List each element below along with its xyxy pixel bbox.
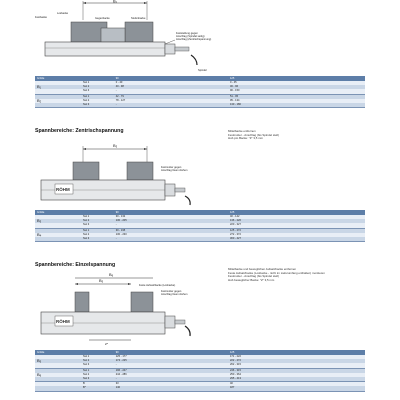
label-loose-jaw: Losbacke: [57, 11, 69, 15]
vise-diagram-top: B₁ Festbacke Losbacke Gegenbacke Stufenb…: [35, 0, 211, 72]
table-row: Nut 3-90 - 150: [35, 89, 365, 95]
label-stop-2: Anschlag lösen drehen: [161, 168, 188, 172]
note-locking: Feststellung gegen: [176, 31, 198, 35]
rotation-arrow-icon: [190, 54, 198, 66]
notes-centric: Mittelbacke entfernen Festmutter - Ansch…: [228, 129, 279, 141]
table-row: Nut 3-295 - 413: [35, 377, 365, 383]
dimension-label-z: Z*: [105, 342, 109, 346]
label-loose-mount-jaw: Feste Aufsatzbacke (Losbacke): [139, 283, 175, 287]
label-spindle: Spindel: [198, 68, 207, 72]
table-row: Nut 3-220 - 327: [35, 223, 365, 229]
dimension-label-b6: B₆: [109, 272, 114, 277]
note-locking-2: Anschlag (Spindel seitig): [176, 34, 205, 38]
dimension-label-b3: B₃: [113, 143, 118, 148]
dimension-label-b1: B₁: [113, 0, 118, 4]
vise-diagram-centric: B₃ RÖHM Festmutter gegen Anschlag lösen …: [40, 143, 191, 206]
vise-diagram-single: B₅ B₆ Feste Aufsatzbacke (Losbacke) Fest…: [40, 272, 191, 346]
label-stop: Festmutter gegen: [161, 289, 182, 293]
label-step-jaw: Stufenbacke: [131, 16, 146, 20]
rotation-arrow-icon: [184, 325, 191, 337]
section-title-centric: Spannbereiche: Zentrischspannung: [35, 128, 124, 134]
dimension-label-b5: B₅: [99, 278, 104, 283]
table-row: Nut 3-130 - 180: [35, 103, 365, 109]
table-row: Nut 3-262 - 315: [35, 363, 365, 369]
brand-logo: RÖHM: [56, 186, 70, 192]
notes-single: Mittelbacke und beweglichen Aufsatzbacke…: [228, 267, 325, 282]
table-row: Nut 3-300 - 427: [35, 237, 365, 243]
label-stop-2: Anschlag lösen drehen: [161, 292, 188, 296]
label-fixed-jaw: Festbacke: [35, 15, 48, 19]
brand-logo: RÖHM: [56, 318, 70, 324]
rotation-arrow-icon: [184, 195, 191, 206]
label-counter-jaw: Gegenbacke: [95, 16, 110, 20]
note-locking-3: Anschlag (Zentrischspannung): [176, 37, 211, 41]
label-stop: Festmutter gegen: [161, 165, 182, 169]
section-title-single: Spannbereiche: Einzelspannung: [35, 262, 116, 268]
